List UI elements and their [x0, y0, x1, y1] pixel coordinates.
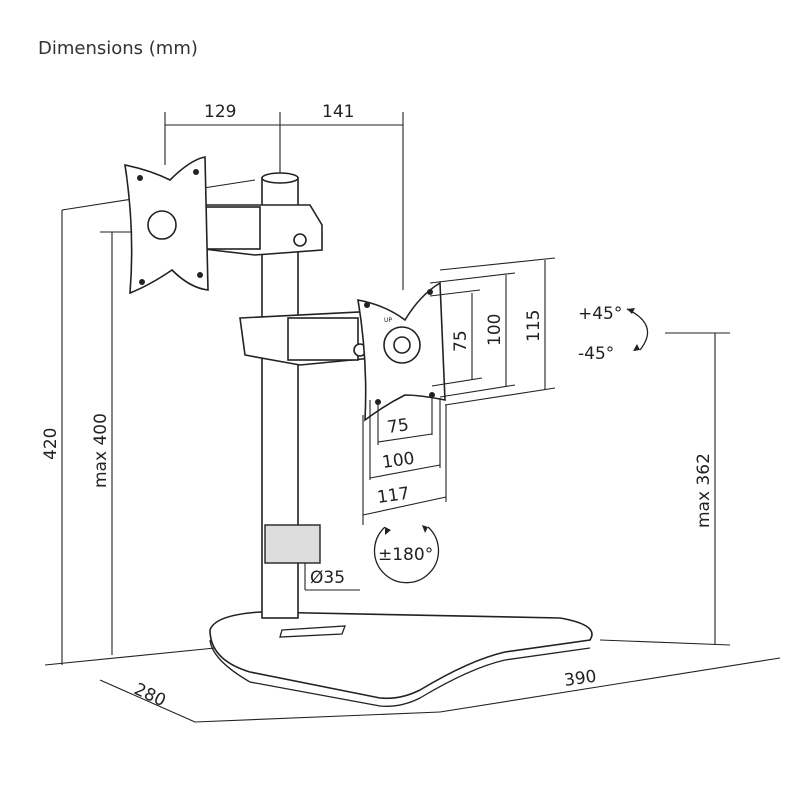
- vesa-horizontal-75: 75: [386, 415, 410, 438]
- tilt-down-angle: -45°: [578, 344, 614, 364]
- stand-base: [209, 611, 593, 707]
- left-arm-length: 129: [204, 102, 236, 122]
- vesa-vertical-75: 75: [451, 330, 471, 352]
- vesa-vertical-dimensions: 75 100 115: [429, 257, 556, 406]
- vesa-horizontal-dimensions: 75 100 117: [362, 398, 447, 525]
- rotation-angle: ±180°: [378, 545, 433, 565]
- left-arm: [124, 156, 323, 295]
- vesa-plate: UP: [357, 281, 446, 422]
- plate-up-marking: UP: [384, 317, 392, 324]
- diagram-title: Dimensions (mm): [38, 38, 198, 59]
- arm-width-dimensions: 129 141: [164, 102, 404, 290]
- right-arm: [239, 311, 376, 366]
- tilt-up-angle: +45°: [578, 304, 622, 324]
- max-height-left: max 400: [91, 413, 111, 488]
- base-depth: 280: [131, 679, 169, 711]
- max-height-right: max 362: [694, 453, 714, 528]
- base-width: 390: [563, 667, 598, 691]
- rotation-indicator: ±180°: [373, 525, 440, 584]
- vesa-horizontal-100: 100: [381, 449, 416, 473]
- right-arm-length: 141: [322, 102, 354, 122]
- pole-diameter: Ø35: [310, 568, 345, 588]
- tilt-indicator: +45° -45°: [578, 304, 649, 364]
- plate-height: 115: [524, 310, 544, 342]
- height-dimension-right: max 362: [665, 332, 730, 645]
- total-height: 420: [41, 428, 61, 460]
- vesa-vertical-100: 100: [485, 314, 505, 346]
- plate-width: 117: [376, 484, 411, 508]
